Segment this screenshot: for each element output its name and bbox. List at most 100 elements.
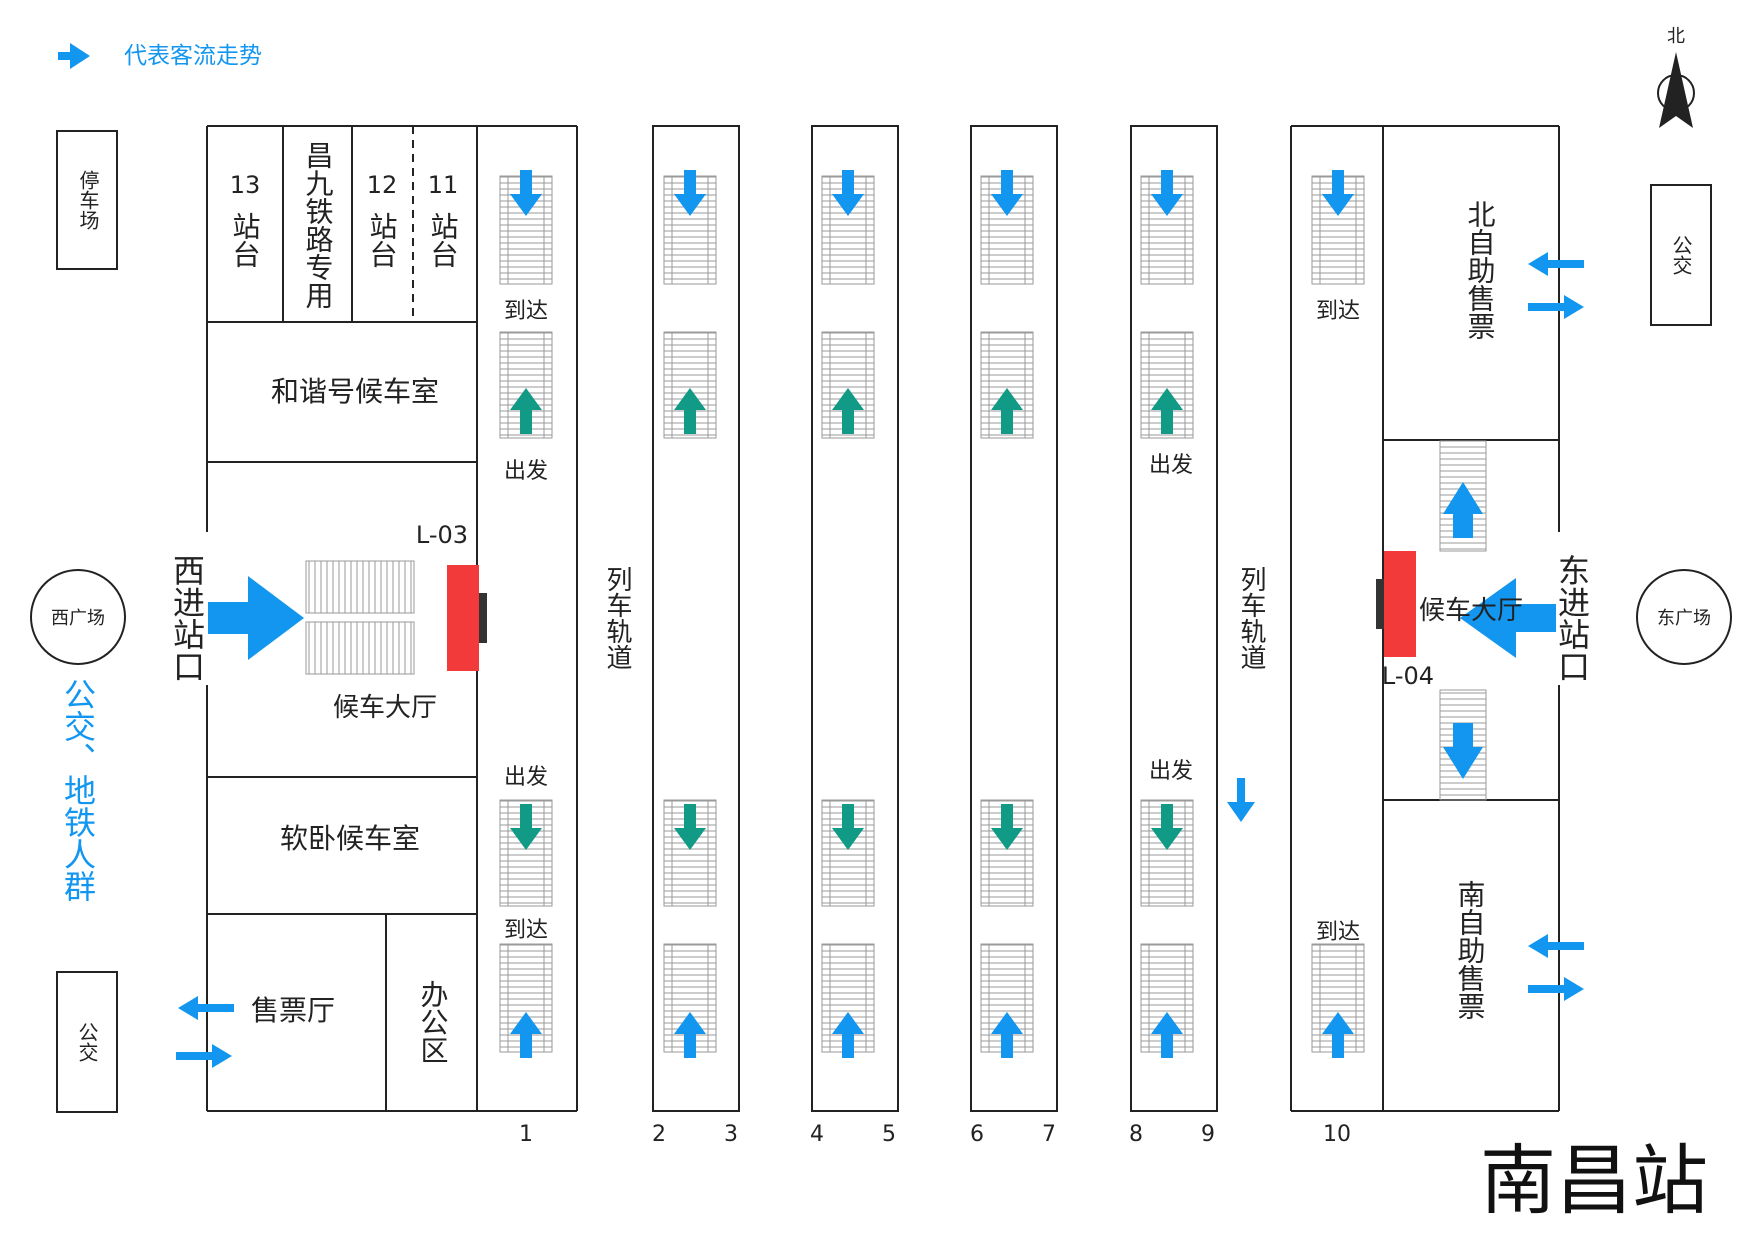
east-entrance-flow-arrow-icon xyxy=(1460,578,1556,658)
west-hall-escalator-bottom xyxy=(305,621,415,675)
compass-label: 北 xyxy=(1667,26,1685,47)
east-bus-box xyxy=(1650,184,1712,326)
flow-up-arrow-icon xyxy=(832,388,864,434)
east-plaza-circle xyxy=(1636,569,1732,665)
platform-number: 3 xyxy=(724,1122,738,1147)
gate-l04-label: L-04 xyxy=(1382,662,1434,690)
platform-numbers: 1 2 3 4 5 6 7 8 9 10 xyxy=(519,1122,1351,1147)
flow-down-arrow-icon xyxy=(1151,170,1183,216)
south-self-in-arrow-icon xyxy=(1528,977,1584,1001)
platform-number: 6 xyxy=(970,1122,984,1147)
platform-4-5 xyxy=(811,125,899,1112)
platform-number: 5 xyxy=(882,1122,896,1147)
east-building xyxy=(1290,125,1560,1112)
north-self-out-arrow-icon xyxy=(1528,252,1584,276)
platform-number: 10 xyxy=(1323,1122,1351,1147)
south-self-service-tickets: 南自助售票 xyxy=(1454,880,1487,1020)
flow-up-arrow-icon xyxy=(674,1012,706,1058)
flow-up-arrow-icon xyxy=(991,1012,1023,1058)
platform-13-number: 13 xyxy=(230,171,261,199)
platform-number: 2 xyxy=(652,1122,666,1147)
platform-8-9-depart-label-top: 出发 xyxy=(1149,453,1193,478)
west-plaza-label: 西广场 xyxy=(51,608,105,629)
parking-label: 停车场 xyxy=(76,170,100,230)
platform-12-text: 站台 xyxy=(366,212,399,268)
platform-8-9-depart-label-bottom: 出发 xyxy=(1149,759,1193,784)
flow-down-arrow-icon xyxy=(1151,804,1183,850)
east-hall-up-arrow-icon xyxy=(1443,482,1483,538)
east-hall-down-arrow-icon xyxy=(1443,723,1483,779)
flow-up-arrow-icon xyxy=(674,388,706,434)
flow-up-arrow-icon xyxy=(1322,1012,1354,1058)
platform-1-depart-label-bottom: 出发 xyxy=(504,765,548,790)
platform-11-number: 11 xyxy=(428,171,459,199)
west-bus-label: 公交 xyxy=(75,1022,99,1062)
platform-10-arrive-label-bottom: 到达 xyxy=(1316,920,1360,945)
east-entrance-label: 东进站口 xyxy=(1553,554,1591,682)
hexie-waiting-room: 和谐号候车室 xyxy=(271,375,439,408)
west-plaza-circle xyxy=(30,569,126,665)
legend: 代表客流走势 xyxy=(58,43,262,69)
west-waiting-hall-label: 候车大厅 xyxy=(333,693,437,723)
ticket-hall-label: 售票厅 xyxy=(251,994,335,1027)
flow-down-arrow-icon xyxy=(832,170,864,216)
train-track-label-right: 列车轨道 xyxy=(1236,566,1266,670)
west-bus-box xyxy=(56,971,118,1113)
platform-2-3 xyxy=(652,125,740,1112)
soft-sleeper-waiting-room: 软卧候车室 xyxy=(280,822,420,855)
south-self-out-arrow-icon xyxy=(1528,934,1584,958)
parking-box xyxy=(56,130,118,270)
changjiu-railway-label: 昌九铁路专用 xyxy=(302,141,335,309)
flow-down-arrow-icon xyxy=(832,804,864,850)
flow-down-arrow-icon xyxy=(991,804,1023,850)
platform-1-arrive-label-bottom: 到达 xyxy=(504,918,548,943)
flow-up-arrow-icon xyxy=(510,1012,542,1058)
legend-arrow-icon xyxy=(58,43,90,69)
platform-12-number: 12 xyxy=(367,171,398,199)
east-bus-label: 公交 xyxy=(1669,235,1693,275)
flow-down-arrow-icon xyxy=(991,170,1023,216)
west-entrance-flow-arrow-icon xyxy=(208,576,304,660)
east-plaza-label: 东广场 xyxy=(1657,608,1711,629)
flow-up-arrow-icon xyxy=(1151,388,1183,434)
gate-l04 xyxy=(1384,551,1416,657)
flow-down-arrow-icon xyxy=(1322,170,1354,216)
flow-up-arrow-icon xyxy=(1151,1012,1183,1058)
platform-escalators xyxy=(499,170,1365,1058)
platform-number: 7 xyxy=(1042,1122,1056,1147)
flow-down-arrow-icon xyxy=(510,170,542,216)
north-self-in-arrow-icon xyxy=(1528,295,1584,319)
platform-10-arrive-label-top: 到达 xyxy=(1316,299,1360,324)
platform-number: 1 xyxy=(519,1122,533,1147)
flow-down-arrow-icon xyxy=(510,804,542,850)
platform-1-arrive-label-top: 到达 xyxy=(504,299,548,324)
gate-l03-door xyxy=(479,593,487,643)
north-arrow-icon xyxy=(1659,52,1693,128)
track-down-flow-arrow-icon xyxy=(1227,778,1255,822)
flow-down-arrow-icon xyxy=(674,804,706,850)
flow-up-arrow-icon xyxy=(832,1012,864,1058)
platform-13-text: 站台 xyxy=(229,212,262,268)
ticket-hall-out-arrow-icon xyxy=(178,996,234,1020)
platform-8-9 xyxy=(1130,125,1218,1112)
north-self-service-tickets: 北自助售票 xyxy=(1464,200,1497,340)
train-track-label-left: 列车轨道 xyxy=(602,566,632,670)
platform-number: 8 xyxy=(1129,1122,1143,1147)
platform-number: 4 xyxy=(810,1122,824,1147)
ticket-hall-in-arrow-icon xyxy=(176,1044,232,1068)
compass: 北 xyxy=(1657,26,1695,128)
flow-up-arrow-icon xyxy=(991,388,1023,434)
gate-l03-label: L-03 xyxy=(416,521,468,549)
gate-l04-door xyxy=(1376,579,1384,629)
platform-6-7 xyxy=(970,125,1058,1112)
gate-l03 xyxy=(447,565,479,671)
flow-up-arrow-icon xyxy=(510,388,542,434)
west-building xyxy=(206,125,578,1112)
platform-1-depart-label-top: 出发 xyxy=(504,459,548,484)
west-entrance-label: 西进站口 xyxy=(168,554,206,682)
station-name-title: 南昌站 xyxy=(1480,1136,1708,1225)
flow-down-arrow-icon xyxy=(674,170,706,216)
east-waiting-hall-label: 候车大厅 xyxy=(1419,596,1523,626)
west-hall-escalator-top xyxy=(305,560,415,614)
